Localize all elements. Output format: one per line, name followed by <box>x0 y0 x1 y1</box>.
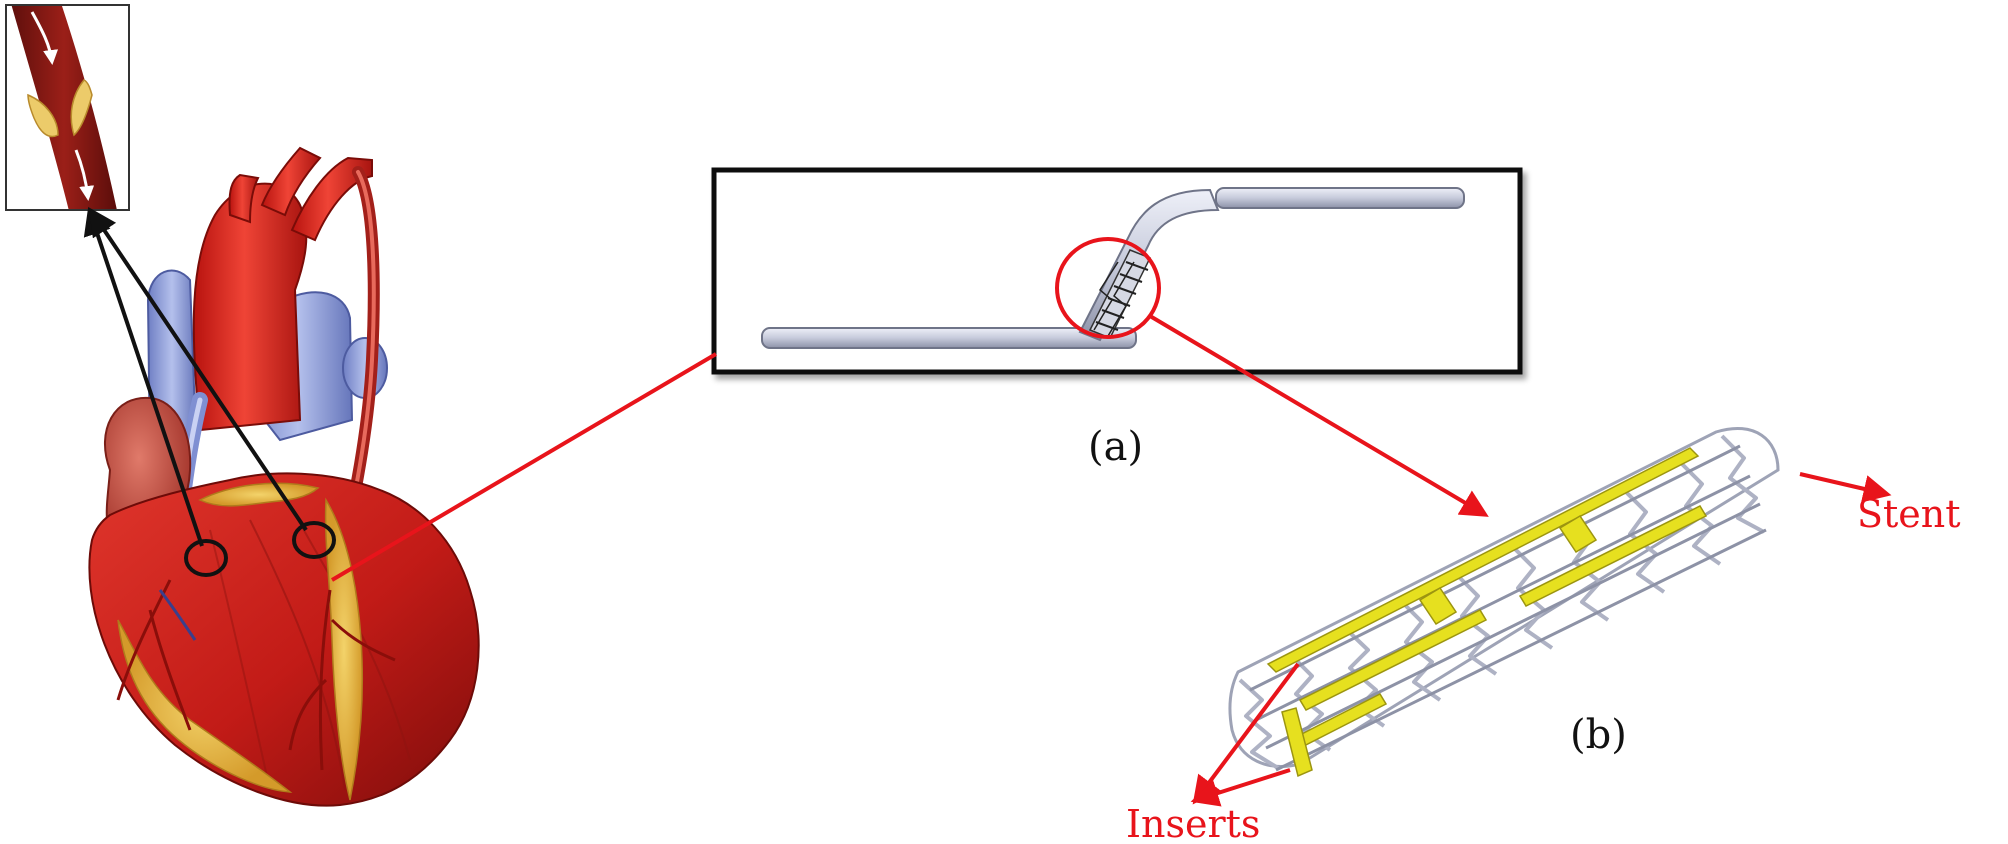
epicardial-fat-left <box>117 619 293 793</box>
stent-label: Stent <box>1857 492 1961 536</box>
pointer-insert-upper <box>1192 662 1300 805</box>
insert-strip-1 <box>1266 447 1700 673</box>
aortic-arch-branch-2 <box>260 146 322 217</box>
insert-patch-1 <box>1418 586 1458 626</box>
artery-wall <box>11 6 117 209</box>
insert-strip-2 <box>1298 609 1488 711</box>
vessel-upper-segment <box>1215 187 1465 209</box>
stenosis-pointers <box>83 206 308 547</box>
insert-patch-2 <box>1558 514 1598 554</box>
pointer-to-stent-label <box>1799 472 1892 503</box>
stenosis-marker-right <box>292 521 336 559</box>
stent-highlight-circle <box>1055 237 1161 339</box>
flow-arrow-bottom <box>74 149 95 201</box>
epicardial-fat-groove <box>198 482 320 507</box>
aortic-arch-branch-3 <box>290 156 373 242</box>
artery-plaque-inset <box>5 4 130 211</box>
coronary-artery-left <box>288 589 396 771</box>
insert-end-tab <box>1281 707 1313 778</box>
stent-in-vessel <box>1088 249 1152 339</box>
ventricles <box>88 472 480 807</box>
inserts-label: Inserts <box>1126 802 1261 844</box>
coronary-vein <box>158 589 197 641</box>
pointer-line-left <box>83 206 204 547</box>
pointer-heart-to-model <box>330 352 718 582</box>
plaque-right <box>70 79 93 137</box>
pointer-line-right <box>88 207 308 532</box>
insert-strip-3 <box>1518 505 1708 607</box>
vessel-model-panel <box>711 167 1523 375</box>
pointer-circle-to-stent <box>1148 314 1489 517</box>
panel-a-label: (a) <box>1088 424 1144 470</box>
flow-arrow-top <box>30 11 59 65</box>
plaque-left <box>27 93 59 138</box>
stent-with-inserts <box>1228 426 1780 778</box>
pointer-insert-lower <box>1190 768 1291 807</box>
heart-illustration <box>88 146 480 807</box>
stenosis-marker-left <box>184 539 228 577</box>
aortic-arch-branch-1 <box>228 173 260 224</box>
panel-b-label: (b) <box>1570 712 1627 758</box>
vessel-lower-segment <box>761 327 1137 349</box>
